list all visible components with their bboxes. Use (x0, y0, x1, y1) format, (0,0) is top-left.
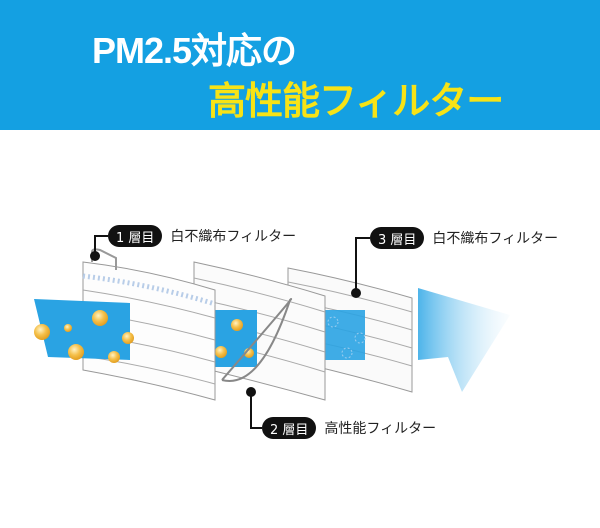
title-line-2: 高性能フィルター (208, 79, 504, 123)
layer-2-sheet (193, 261, 326, 401)
layer-3-badge: 3 層目 (370, 227, 425, 249)
layer-1-description: 白不織布フィルター (170, 229, 297, 245)
layer-1-sheet (34, 248, 216, 401)
title-line-1: PM2.5対応の (92, 30, 297, 71)
layer-1-badge: 1 層目 (108, 225, 163, 247)
layer-3-marker-dot (351, 288, 361, 298)
header-banner: PM2.5対応の 高性能フィルター (0, 0, 600, 130)
layer-2-badge: 2 層目 (262, 417, 317, 439)
leader-lines (94, 235, 370, 429)
layer-3-description: 白不織布フィルター (432, 231, 559, 247)
layer-2-label: 2 層目 高性能フィルター (262, 417, 436, 439)
layer-1-marker-dot (90, 251, 100, 261)
layer-2-description: 高性能フィルター (324, 421, 437, 437)
airflow-arrow-icon (418, 288, 510, 392)
layer-1-label: 1 層目 白不織布フィルター (108, 225, 296, 247)
layer-3-label: 3 層目 白不織布フィルター (370, 227, 558, 249)
mask-layers-illustration (34, 235, 510, 429)
layer-2-marker-dot (246, 387, 256, 397)
